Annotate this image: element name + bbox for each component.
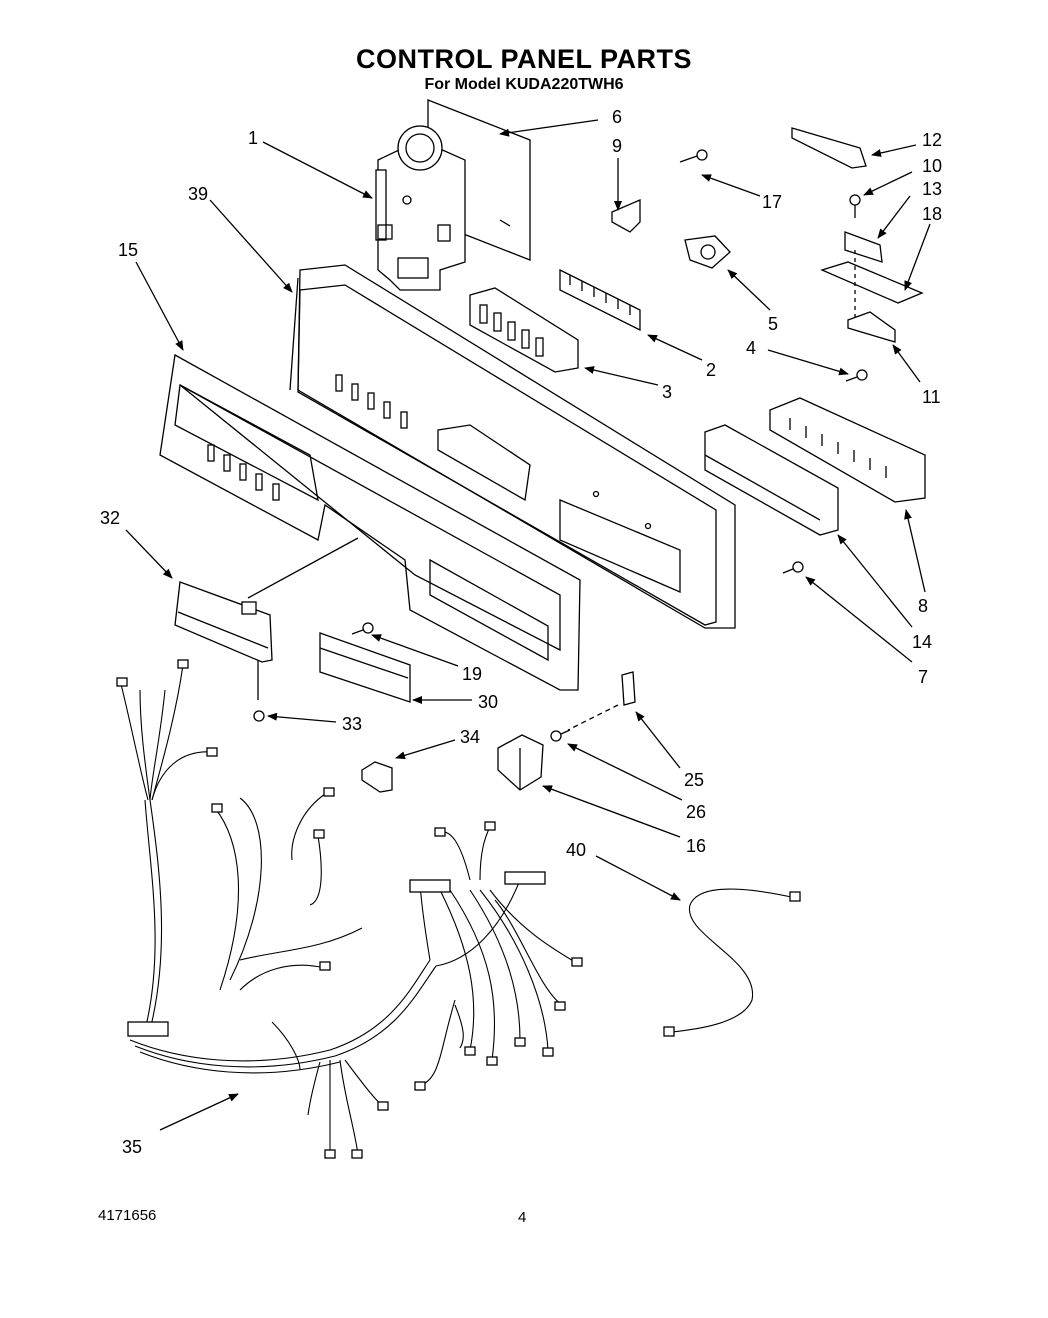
part-40-wire: [663, 888, 801, 1037]
callout-16: 16: [686, 836, 706, 856]
callout-10: 10: [922, 156, 942, 176]
page-title: CONTROL PANEL PARTS: [355, 44, 693, 74]
part-10-screw: [849, 194, 861, 218]
part-8-connector-block: [769, 397, 926, 503]
part-30-plate: [319, 632, 411, 703]
part-18-insulator: [820, 261, 924, 304]
part-32-cover: [174, 581, 273, 700]
callout-18: 18: [922, 204, 942, 224]
part-7-screw: [782, 561, 804, 574]
callout-33: 33: [342, 714, 362, 734]
callout-30: 30: [478, 692, 498, 712]
callout-1: 1: [248, 128, 258, 148]
part-17-screw: [679, 149, 708, 163]
callout-25: 25: [684, 770, 704, 790]
part-35-wire-harness: [116, 659, 583, 1159]
part-12-clip: [791, 127, 867, 169]
part-19-screw: [351, 622, 374, 635]
callout-3: 3: [662, 382, 672, 402]
callout-7: 7: [918, 667, 928, 687]
callout-6: 6: [612, 107, 622, 127]
part-2-3-switch-assembly: [469, 268, 641, 373]
part-26-screw: [550, 729, 571, 742]
callout-12: 12: [922, 130, 942, 150]
callout-15: 15: [118, 240, 138, 260]
callout-35: 35: [122, 1137, 142, 1157]
callout-11: 11: [922, 387, 941, 407]
callout-2: 2: [706, 360, 716, 380]
callout-14: 14: [912, 632, 932, 652]
part-39-console-panel: [289, 264, 736, 629]
callout-32: 32: [100, 508, 120, 528]
part-14-channel: [704, 424, 839, 536]
callout-4: 4: [746, 338, 756, 358]
callout-34: 34: [460, 727, 480, 747]
callout-17: 17: [762, 192, 782, 212]
callout-19: 19: [462, 664, 482, 684]
part-5-switch: [684, 235, 731, 269]
callout-40: 40: [566, 840, 586, 860]
part-34-clip: [361, 761, 393, 793]
callout-39: 39: [188, 184, 208, 204]
callout-5: 5: [768, 314, 778, 334]
document-number: 4171656: [98, 1207, 157, 1224]
model-subtitle: For Model KUDA220TWH6: [424, 76, 624, 93]
part-13-bracket: [844, 231, 883, 263]
part-11-bracket: [847, 250, 896, 343]
page-number: 4: [518, 1209, 527, 1226]
part-9-bracket: [611, 199, 641, 233]
callout-9: 9: [612, 136, 622, 156]
callout-26: 26: [686, 802, 706, 822]
part-15-outer-panel: [159, 353, 581, 691]
part-33-screw: [253, 710, 265, 722]
callout-labels: 1 6 39 15 9 17 12 10 13 18 5 2 3 4 11 32…: [100, 107, 942, 1157]
part-1-timer: [375, 125, 466, 291]
leader-lines: [125, 119, 931, 1131]
callout-8: 8: [918, 596, 928, 616]
callout-13: 13: [922, 179, 942, 199]
part-25-clip: [567, 671, 636, 731]
part-16-knob: [497, 734, 544, 791]
part-4-screw: [845, 369, 868, 382]
